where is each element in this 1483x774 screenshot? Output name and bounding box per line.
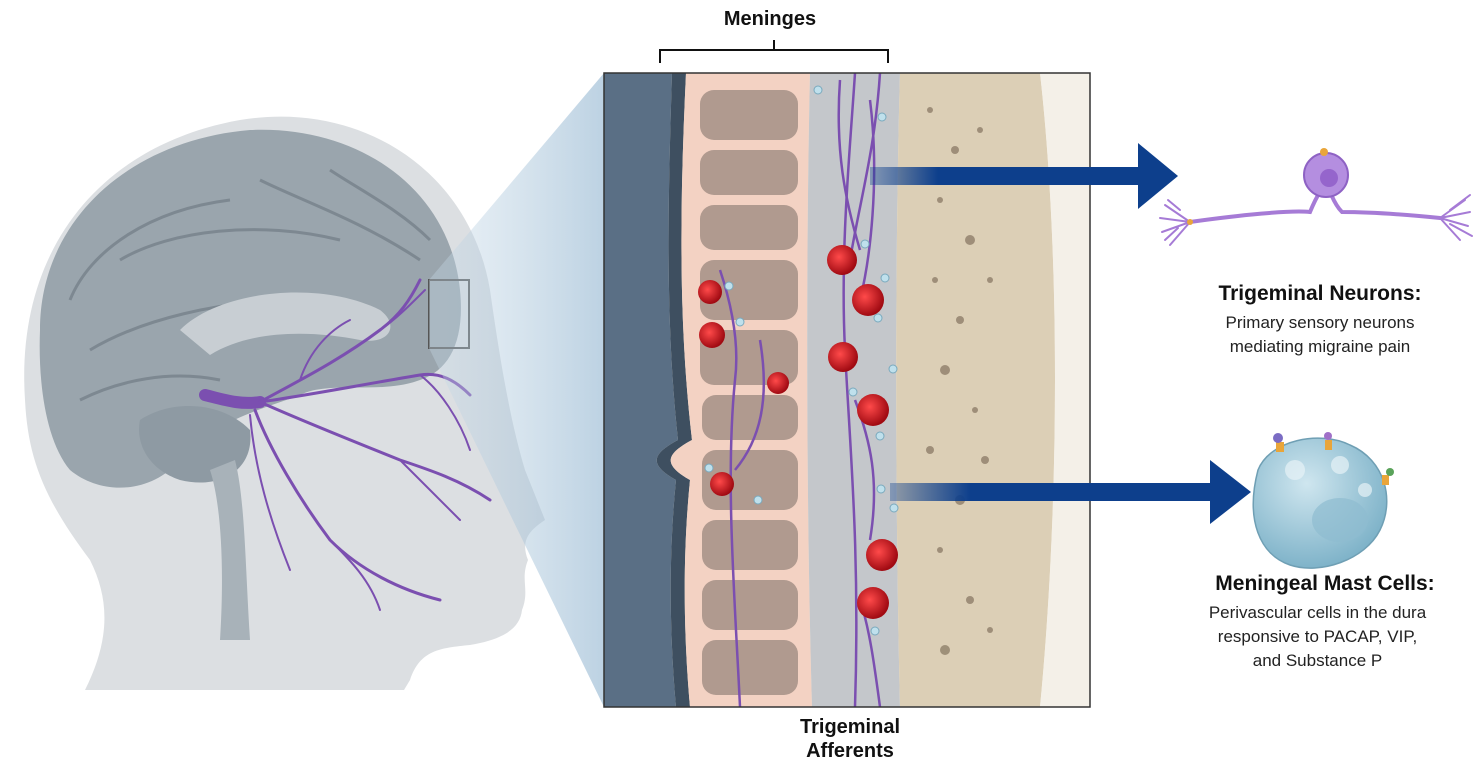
neurons-desc-line2: mediating migraine pain bbox=[1160, 335, 1480, 359]
trigeminal-afferents-label: Trigeminal Afferents bbox=[770, 715, 930, 763]
afferents-line1: Trigeminal bbox=[770, 715, 930, 739]
meninges-bracket bbox=[660, 40, 888, 63]
mast-cells-description: Perivascular cells in the dura responsiv… bbox=[1150, 601, 1483, 673]
trigeminal-neuron-illustration bbox=[1160, 148, 1472, 245]
mast-cell-illustration bbox=[1253, 432, 1394, 568]
trigeminal-neurons-title: Trigeminal Neurons: bbox=[1170, 282, 1470, 306]
mast-cells-title: Meningeal Mast Cells: bbox=[1165, 572, 1483, 596]
mast-desc-line3: and Substance P bbox=[1150, 649, 1483, 673]
mast-desc-line1: Perivascular cells in the dura bbox=[1150, 601, 1483, 625]
meninges-label: Meninges bbox=[690, 8, 850, 31]
afferents-line2: Afferents bbox=[770, 739, 930, 763]
trigeminal-neurons-description: Primary sensory neurons mediating migrai… bbox=[1160, 311, 1480, 359]
mast-desc-line2: responsive to PACAP, VIP, bbox=[1150, 625, 1483, 649]
neurons-desc-line1: Primary sensory neurons bbox=[1160, 311, 1480, 335]
